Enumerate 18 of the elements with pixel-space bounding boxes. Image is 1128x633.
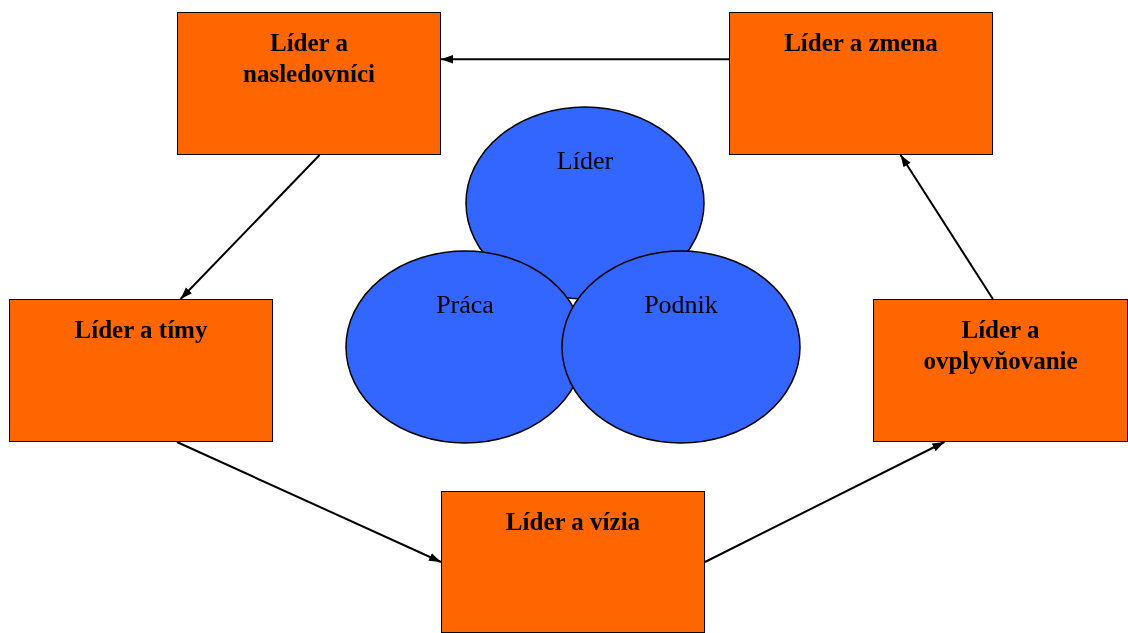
node-label: Líder <box>556 146 614 176</box>
process-box <box>9 299 273 442</box>
arrow <box>175 441 442 563</box>
node-label: Líder a ovplyvňovanie <box>922 315 1079 376</box>
node-label: Líder a zmena <box>784 28 938 58</box>
arrow <box>899 154 994 300</box>
process-box <box>177 12 441 155</box>
node-label: Práca <box>436 290 494 320</box>
process-box <box>441 491 705 633</box>
arrow <box>440 55 730 64</box>
node-label: Líder a nasledovníci <box>242 28 376 89</box>
arrow <box>704 441 946 563</box>
node-label: Podnik <box>644 290 718 320</box>
node-label: Líder a tímy <box>74 315 208 345</box>
node-label: Líder a vízia <box>505 507 641 537</box>
arrow <box>179 154 321 300</box>
process-box <box>729 12 993 155</box>
process-box <box>873 299 1128 442</box>
